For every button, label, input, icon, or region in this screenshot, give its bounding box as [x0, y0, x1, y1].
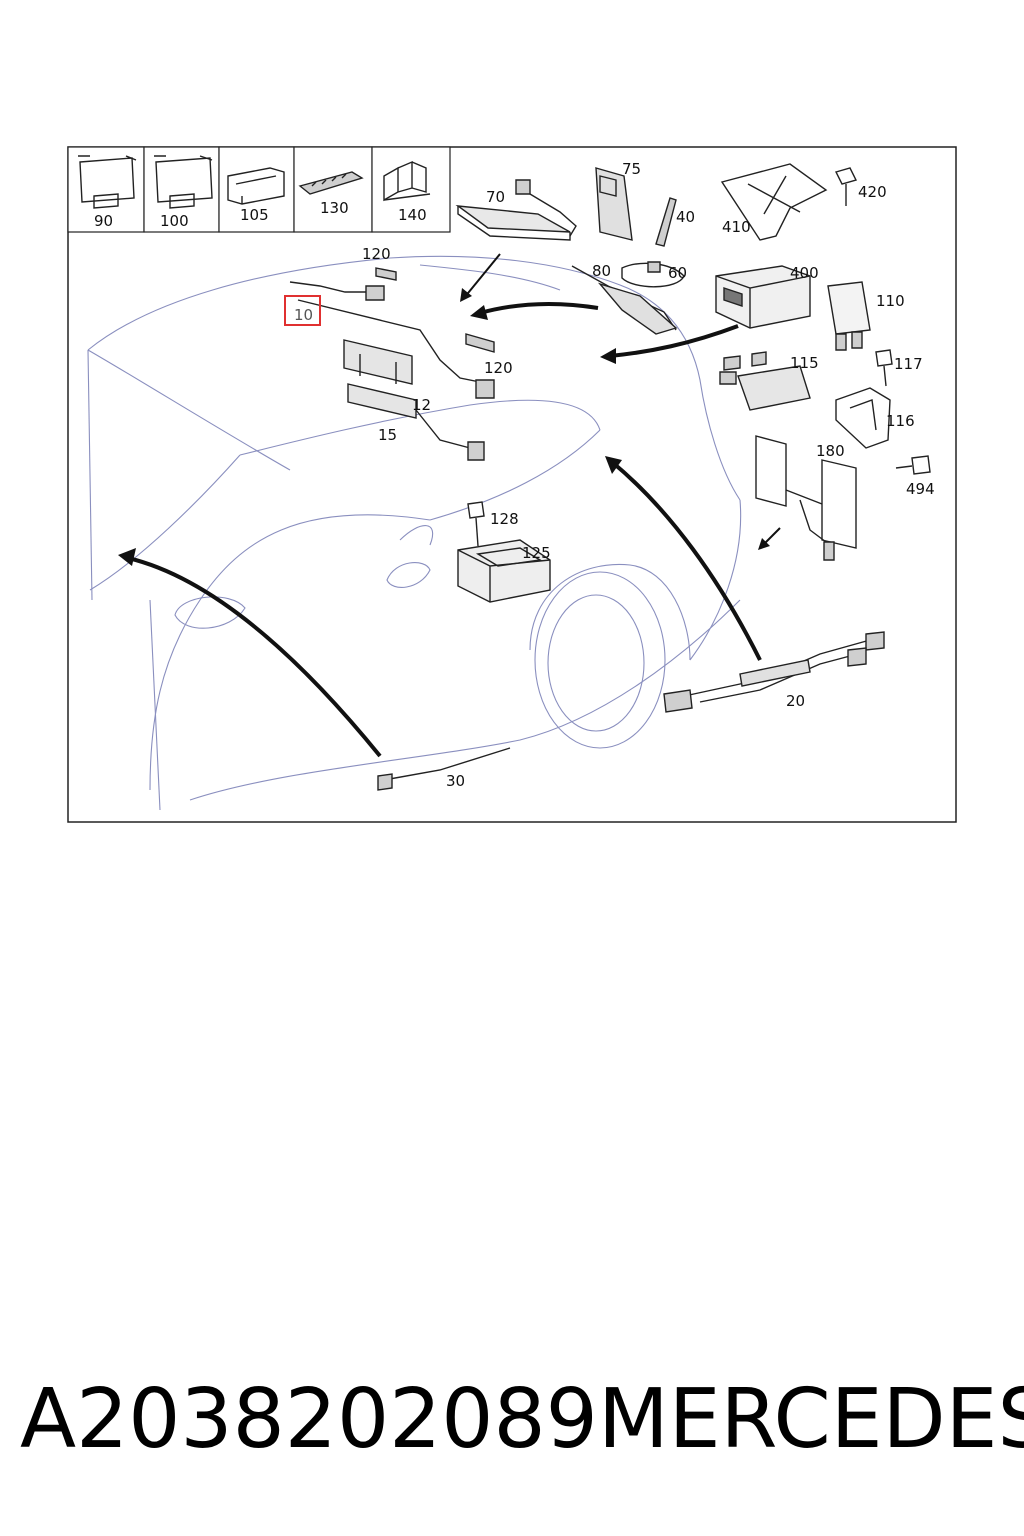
callout-125: 125 [522, 544, 551, 562]
part-80-cable [571, 265, 678, 335]
part-180-antenna-foil [755, 435, 857, 561]
part-400-control-unit [715, 265, 811, 329]
callout-60: 60 [668, 264, 687, 282]
diagram-frame [67, 146, 957, 823]
thumb-label-105: 105 [240, 206, 269, 224]
part-120-clips [375, 267, 495, 353]
callout-120-top: 120 [362, 245, 391, 263]
callout-110: 110 [876, 292, 905, 310]
part-410-bracket [720, 163, 828, 241]
part-116-bracket [835, 387, 891, 449]
parts-diagram: 90 100 105 130 140 [67, 146, 957, 823]
callout-30: 30 [446, 772, 465, 790]
part-15-module [347, 383, 485, 461]
callout-10: 10 [294, 306, 313, 324]
thumb-140-drawing [383, 160, 431, 202]
callout-40: 40 [676, 208, 695, 226]
part-117-screw [875, 349, 893, 387]
part-128-bolt [467, 501, 485, 547]
thumb-130-drawing [298, 171, 364, 195]
callout-120-mid: 120 [484, 359, 513, 377]
thumb-label-100: 100 [160, 212, 189, 230]
part-20-harness [663, 631, 885, 713]
highlight-box [284, 295, 321, 326]
callout-180: 180 [816, 442, 845, 460]
part-10-wire-harness [289, 281, 495, 399]
part-110-relay [827, 281, 871, 351]
callout-117: 117 [894, 355, 923, 373]
callout-420: 420 [858, 183, 887, 201]
callout-70: 70 [486, 188, 505, 206]
part-125-control-unit [457, 539, 551, 603]
callout-115: 115 [790, 354, 819, 372]
thumb-label-140: 140 [398, 206, 427, 224]
callout-80: 80 [592, 262, 611, 280]
callout-15: 15 [378, 426, 397, 444]
flow-arrows [118, 253, 781, 758]
part-75-sensor [595, 167, 633, 241]
part-40-antenna-rod [655, 197, 677, 247]
brand-name: MERCEDES [598, 1372, 1024, 1467]
callout-12: 12 [412, 396, 431, 414]
part-70-camera [455, 179, 577, 241]
part-60-antenna-base [621, 261, 685, 288]
callout-116: 116 [886, 412, 915, 430]
part-494-screw [895, 455, 931, 475]
callout-20: 20 [786, 692, 805, 710]
thumb-105-drawing [227, 167, 285, 205]
part-12-bracket [343, 339, 413, 385]
part-420-bolt [834, 167, 858, 206]
thumb-label-90: 90 [94, 212, 113, 230]
callout-128: 128 [490, 510, 519, 528]
callout-400: 400 [790, 264, 819, 282]
caption-bar: A2038202089 MERCEDES [20, 1372, 1024, 1482]
thumbnail-row: 90 100 105 130 140 [67, 146, 451, 233]
part-115-module [719, 351, 811, 411]
thumb-100-drawing [154, 155, 213, 209]
callout-494: 494 [906, 480, 935, 498]
callout-75: 75 [622, 160, 641, 178]
part-30-cable [377, 747, 511, 791]
part-number: A2038202089 [20, 1372, 598, 1467]
thumb-label-130: 130 [320, 199, 349, 217]
car-outline [87, 255, 742, 811]
thumb-90-drawing [78, 155, 137, 209]
callout-410: 410 [722, 218, 751, 236]
